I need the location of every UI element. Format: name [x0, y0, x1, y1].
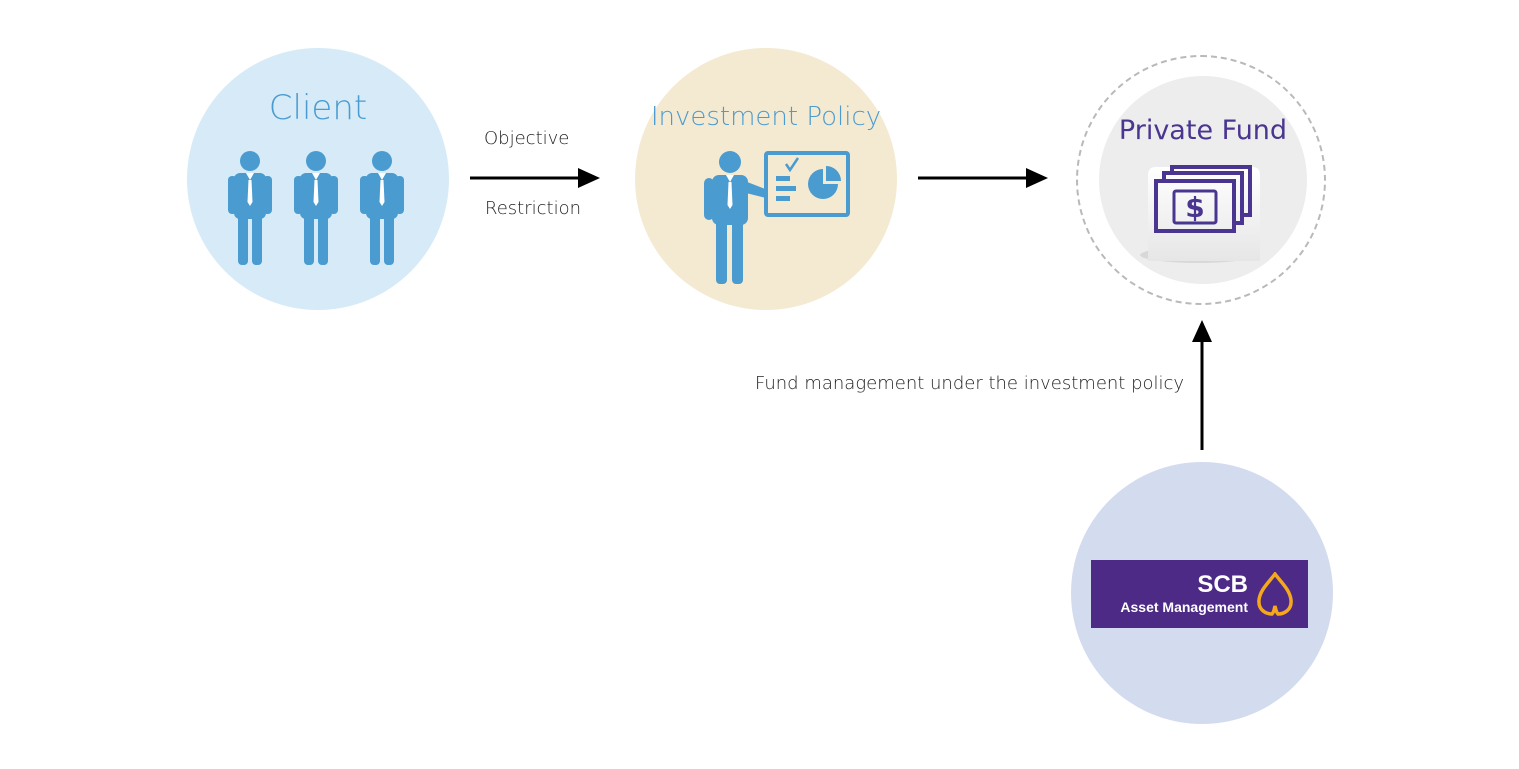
private-fund-dashed-ring: [1076, 55, 1326, 305]
arrow-policy-to-fund: [918, 168, 1048, 188]
private-fund-title: Private Fund: [1118, 115, 1288, 146]
svg-text:$: $: [1185, 191, 1204, 224]
three-people-icon: [228, 151, 404, 265]
scb-crest-icon: [1257, 572, 1293, 616]
logo-full-name: Asset Management: [1120, 599, 1248, 615]
scb-asset-management-logo: SCB Asset Management: [1091, 560, 1308, 628]
client-title: Client: [268, 88, 368, 128]
money-bills-icon: $: [1140, 165, 1260, 263]
objective-label: Objective: [484, 128, 570, 149]
restriction-label: Restriction: [485, 198, 581, 219]
logo-short-name: SCB: [1197, 571, 1248, 598]
arrow-client-to-policy: [470, 168, 600, 188]
investment-policy-title: Investment Policy: [650, 102, 882, 132]
arrow-manager-to-fund: [1192, 320, 1212, 450]
fund-management-label: Fund management under the investment pol…: [755, 373, 1185, 394]
presenter-chart-icon: [704, 151, 850, 284]
